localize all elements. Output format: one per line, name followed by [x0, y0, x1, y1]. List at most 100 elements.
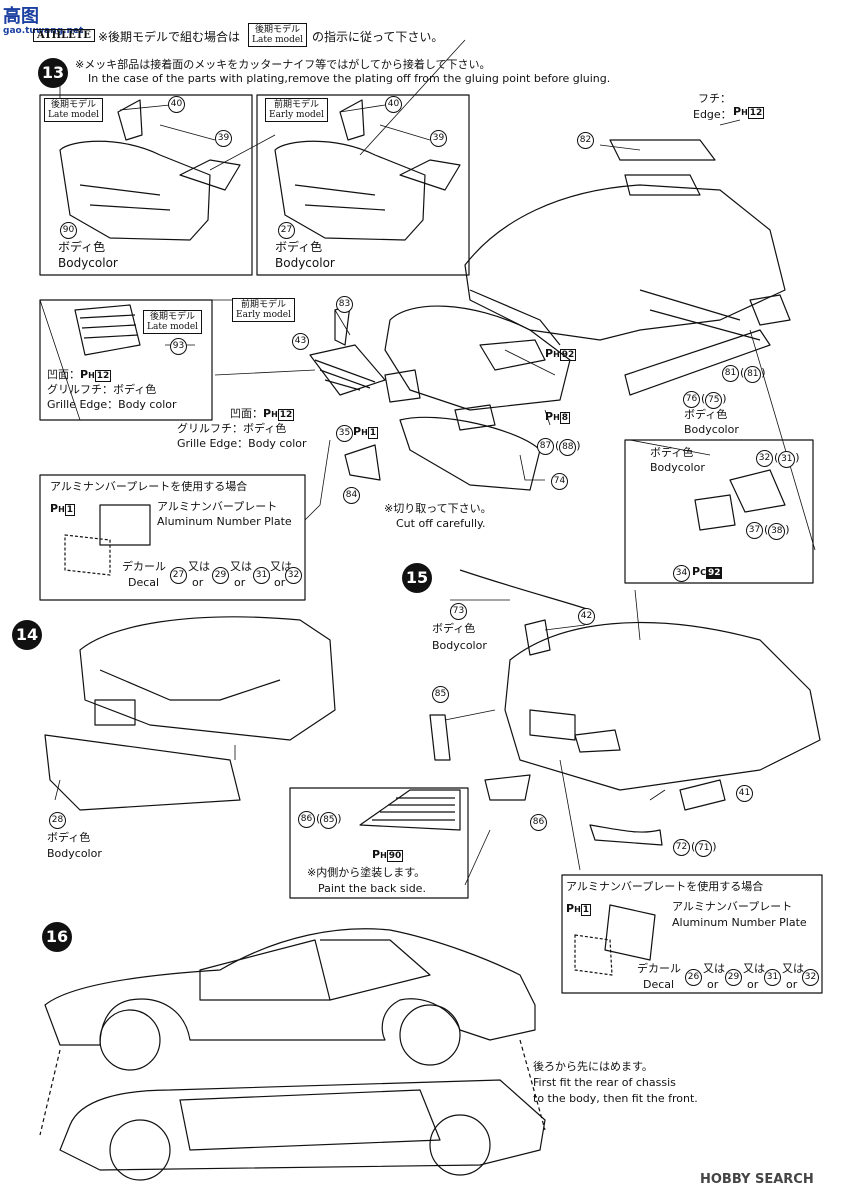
part-number: 32 [285, 567, 302, 584]
part-number: 40 [168, 96, 185, 113]
part-number: 75 [705, 392, 723, 409]
part-number: 76 [683, 391, 700, 408]
step-14-marker: 14 [12, 620, 42, 650]
early-bumper-drawing [274, 140, 426, 241]
part-number: 32 [802, 969, 819, 986]
hobby-search-logo: HOBBY SEARCH [700, 1172, 814, 1187]
part-number: 74 [551, 473, 568, 490]
part-number: 87 [537, 438, 554, 455]
paint-box: 12 [277, 409, 295, 421]
roof-edge-en: Edge： [693, 108, 732, 121]
early-tag2-jp: 前期モデル [240, 300, 286, 310]
or-en: or [234, 576, 246, 589]
part-number: 28 [49, 812, 66, 829]
mirror-b-alt: (38) [764, 523, 790, 540]
grille-early-line2: グリルフチ：ボディ色 [177, 422, 287, 435]
car-side-drawing [44, 928, 536, 1046]
part73-color-en: Bodycolor [432, 639, 487, 652]
plate15-decal-jp: デカール [637, 962, 681, 975]
early-tag-en: Early model [269, 110, 324, 120]
part-number: 27 [278, 222, 295, 239]
header-note-prefix: ※後期モデルで組む場合は [98, 30, 241, 44]
paint-box: 1 [367, 427, 379, 439]
mirror-color-en: Bodycolor [650, 461, 705, 474]
paint-box: 1 [64, 504, 76, 516]
step16-note-en2: to the body, then fit the front. [533, 1092, 698, 1105]
header-note-suffix: の指示に従って下さい。 [312, 30, 444, 44]
front-bumper-assembly-drawing [384, 305, 571, 411]
grille-late-drawing [74, 304, 141, 356]
late-color-jp: ボディ色 [58, 240, 106, 254]
late-tag-en: Late model [48, 110, 100, 120]
late-bumper-drawing [59, 140, 211, 241]
paint-box: 90 [386, 850, 404, 862]
or-jp: 又は [230, 560, 252, 573]
mirror-a-alt: (31) [774, 451, 800, 468]
early-tag2-en: Early model [236, 310, 291, 320]
watermark-url: gao.tuwang.net [3, 26, 84, 36]
paint-box: 12 [94, 370, 112, 382]
plate15-title: アルミナンバープレートを使用する場合 [566, 880, 764, 893]
side-skirt-drawing [624, 329, 771, 396]
roof-edge-jp: フチ： [698, 92, 731, 105]
part-number: 84 [343, 487, 360, 504]
plate13-decal-en: Decal [128, 576, 160, 589]
part-number: 38 [768, 523, 786, 540]
paint-box: 8 [559, 412, 571, 424]
paint-box: 12 [747, 107, 765, 119]
part-number: 71 [695, 840, 713, 857]
lip-spoiler-drawing [399, 416, 541, 491]
lens-note-jp: ※内側から塗装します。 [307, 866, 426, 879]
part-number: 27 [170, 567, 187, 584]
concave-label: 凹面： [230, 407, 263, 420]
part-number: 40 [385, 96, 402, 113]
step16-note-jp: 後ろから先にはめます。 [533, 1060, 653, 1073]
part-number: 29 [725, 969, 742, 986]
part-number: 39 [215, 130, 232, 147]
plate13-title: アルミナンバープレートを使用する場合 [50, 480, 248, 493]
step-13-marker: 13 [38, 58, 68, 88]
part73-color-jp: ボディ色 [432, 622, 476, 635]
lens-alt: (85) [316, 812, 342, 829]
concave-label: 凹面： [47, 368, 80, 381]
part-number: 31 [778, 451, 796, 468]
part-number: 31 [253, 567, 270, 584]
part-number: 81 [722, 365, 739, 382]
mirror-drawing [729, 469, 786, 513]
early-model-tag-2: 前期モデル Early model [232, 298, 295, 322]
lens-note-en: Paint the back side. [318, 882, 426, 895]
part-number: 86 [298, 811, 315, 828]
or-jp: 又は [188, 560, 210, 573]
header-tag-jp: 後期モデル [255, 25, 301, 35]
grille-late-tag: 後期モデル Late model [143, 310, 203, 334]
plate13-decal-jp: デカール [122, 560, 166, 573]
or-en: or [707, 978, 719, 991]
part-number: 32 [756, 450, 773, 467]
part-number: 72 [673, 839, 690, 856]
part-number: 88 [559, 439, 577, 456]
part87-alt: (88) [555, 439, 581, 456]
or-en: or [786, 978, 798, 991]
early-tag-jp: 前期モデル [273, 100, 319, 110]
late-tag-jp: 後期モデル [51, 100, 97, 110]
part-number: 90 [60, 222, 77, 239]
plate15-decal-en: Decal [643, 978, 675, 991]
part-number: 34 [673, 565, 690, 582]
part-number: 93 [170, 338, 187, 355]
header-late-model-tag: 後期モデル Late model [248, 23, 308, 47]
part-number: 35 [336, 425, 353, 442]
part-number: 82 [577, 132, 594, 149]
grille-tag-en: Late model [147, 322, 199, 332]
mirror-color-jp: ボディ色 [650, 446, 694, 459]
part-number: 83 [336, 296, 353, 313]
plate15-en: Aluminum Number Plate [672, 916, 807, 929]
rear-spoiler-drawing [459, 569, 591, 611]
grille-late-line3: Grille Edge：Body color [47, 398, 177, 411]
or-en: or [192, 576, 204, 589]
grille-early-line3: Grille Edge：Body color [177, 437, 307, 450]
or-jp: 又は [743, 962, 765, 975]
part-number: 41 [736, 785, 753, 802]
